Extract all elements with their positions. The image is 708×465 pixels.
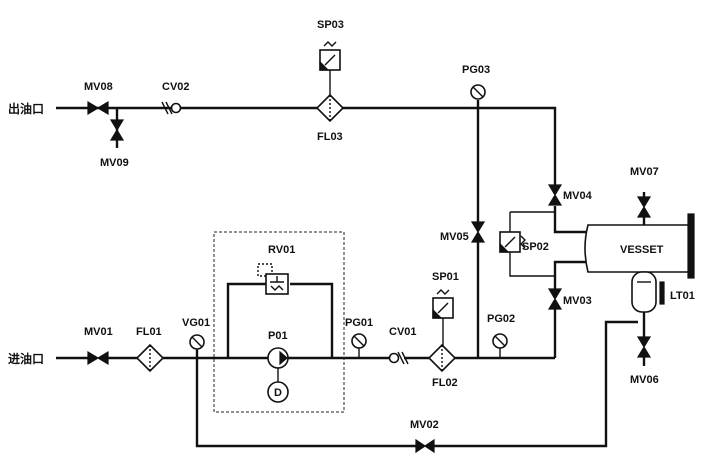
filter-fl01[interactable] bbox=[135, 343, 165, 373]
valve-mv09[interactable] bbox=[109, 119, 125, 141]
label-lt01: LT01 bbox=[670, 290, 695, 302]
label-pg02: PG02 bbox=[487, 313, 515, 325]
pipe-network bbox=[56, 70, 646, 448]
label-sp01: SP01 bbox=[432, 271, 459, 283]
valve-mv08[interactable] bbox=[87, 100, 109, 116]
valve-mv07[interactable] bbox=[636, 196, 652, 218]
label-pg01: PG01 bbox=[345, 317, 373, 329]
label-mv09: MV09 bbox=[100, 157, 129, 169]
valve-mv03[interactable] bbox=[547, 288, 563, 310]
pressure-switch-sp02[interactable] bbox=[499, 231, 526, 253]
label-cv01: CV01 bbox=[389, 326, 417, 338]
pressure-switch-sp03[interactable] bbox=[319, 41, 341, 71]
check-valve-cv01[interactable] bbox=[388, 351, 409, 365]
valve-mv01[interactable] bbox=[87, 350, 109, 366]
label-cv02: CV02 bbox=[162, 81, 190, 93]
label-vg01: VG01 bbox=[182, 317, 210, 329]
label-mv06: MV06 bbox=[630, 374, 659, 386]
valve-mv06[interactable] bbox=[636, 336, 652, 358]
pump-unit-enclosure bbox=[213, 231, 345, 413]
filter-fl03[interactable] bbox=[315, 93, 345, 123]
label-mv08: MV08 bbox=[84, 81, 113, 93]
label-pg03: PG03 bbox=[462, 64, 490, 76]
label-mv01: MV01 bbox=[84, 326, 113, 338]
label-sp02: SP02 bbox=[522, 241, 549, 253]
relief-valve-rv01[interactable] bbox=[257, 263, 289, 295]
label-fl02: FL02 bbox=[432, 377, 458, 389]
label-mv07: MV07 bbox=[630, 166, 659, 178]
gauge-vg01[interactable] bbox=[189, 334, 205, 350]
valve-mv04[interactable] bbox=[547, 184, 563, 206]
port-outlet-label: 出油口 bbox=[8, 101, 44, 116]
filter-fl02[interactable] bbox=[427, 343, 457, 373]
label-fl01: FL01 bbox=[136, 326, 162, 338]
labels: 出油口 进油口 MV08 MV09 CV02 SP03 FL03 PG03 MV… bbox=[8, 19, 695, 431]
vessel[interactable] bbox=[584, 213, 695, 279]
valve-mv05[interactable] bbox=[470, 221, 486, 243]
pressure-switch-sp01[interactable] bbox=[432, 289, 454, 319]
gauge-pg03[interactable] bbox=[470, 84, 486, 100]
label-p01: P01 bbox=[268, 330, 288, 342]
pump-p01[interactable] bbox=[267, 347, 289, 369]
valve-mv02[interactable] bbox=[415, 438, 435, 454]
label-mv04: MV04 bbox=[563, 190, 593, 202]
level-transmitter-lt01[interactable] bbox=[631, 271, 665, 313]
port-inlet-label: 进油口 bbox=[8, 351, 44, 366]
label-rv01: RV01 bbox=[268, 244, 295, 256]
label-fl03: FL03 bbox=[317, 131, 343, 143]
gauge-pg01[interactable] bbox=[351, 333, 367, 349]
label-vessel: VESSET bbox=[620, 244, 664, 256]
label-mv02: MV02 bbox=[410, 419, 439, 431]
label-motor: D bbox=[274, 387, 282, 399]
check-valve-cv02[interactable] bbox=[161, 101, 182, 115]
label-mv05: MV05 bbox=[440, 231, 469, 243]
motor-d[interactable] bbox=[267, 381, 289, 403]
gauge-pg02[interactable] bbox=[492, 333, 508, 349]
label-sp03: SP03 bbox=[317, 19, 344, 31]
label-mv03: MV03 bbox=[563, 295, 592, 307]
